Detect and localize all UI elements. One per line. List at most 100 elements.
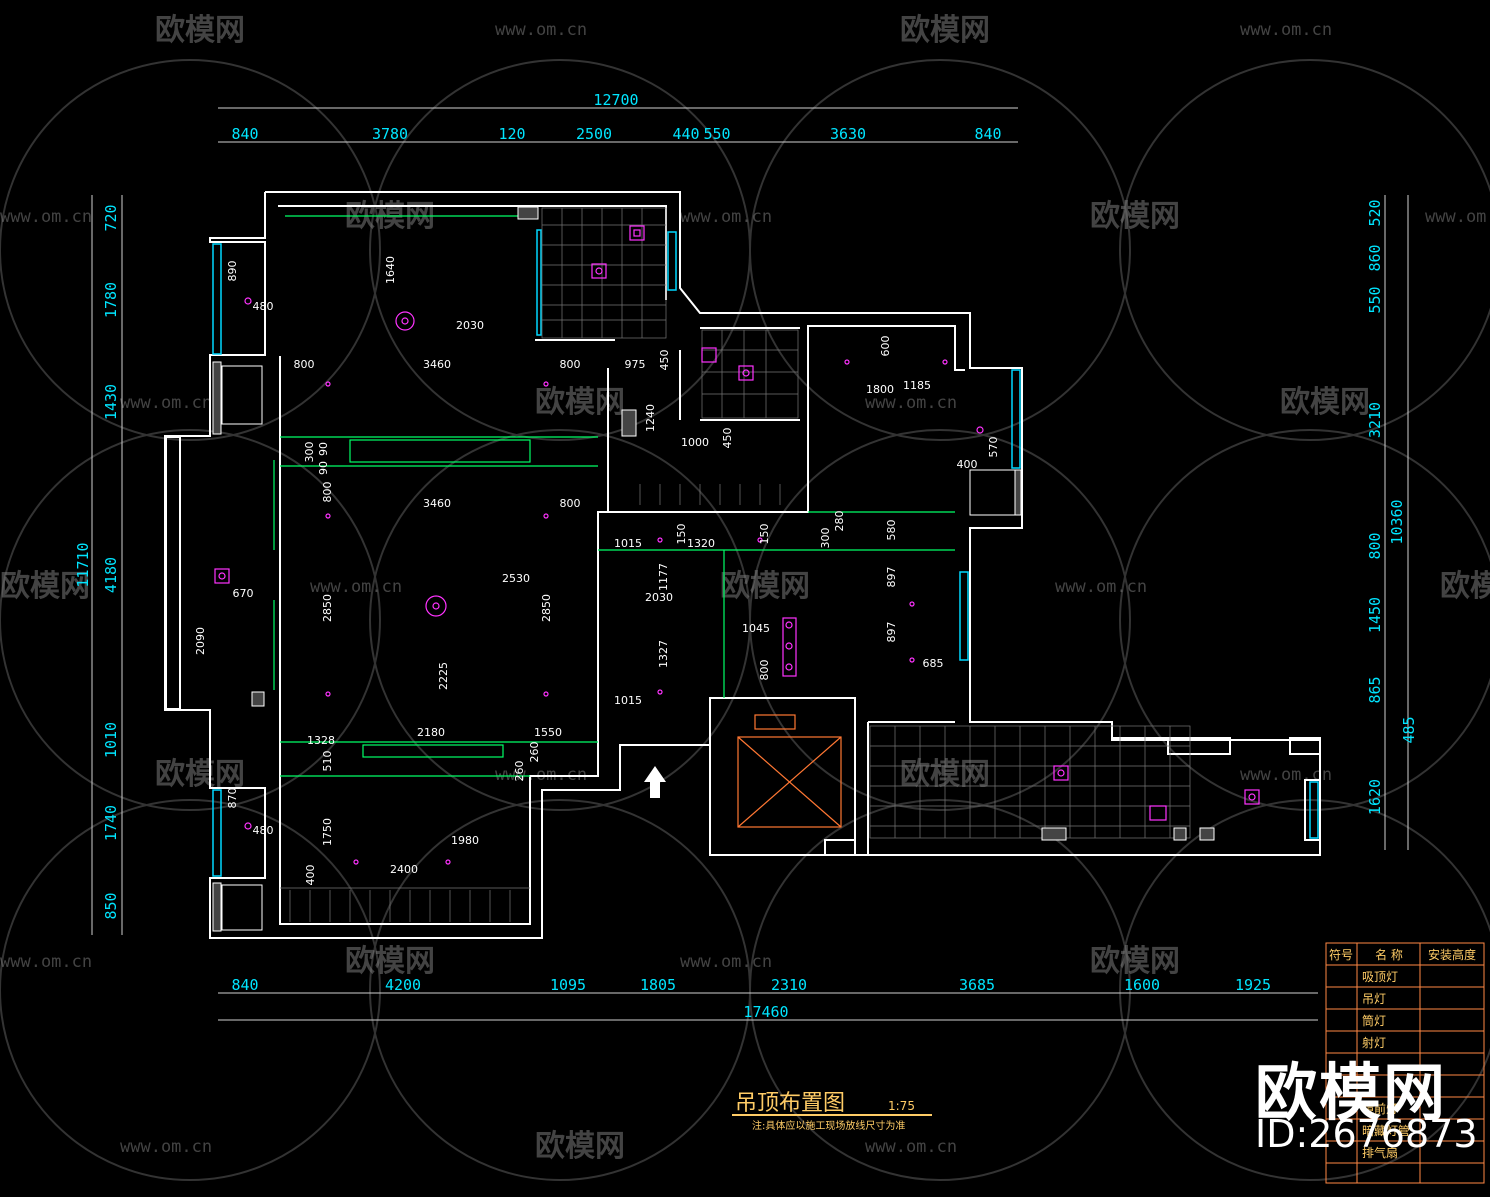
dim-right: 1620 — [1366, 779, 1384, 815]
dim-inner: 450 — [721, 428, 734, 449]
dim-inner: 600 — [879, 336, 892, 357]
legend-item-name: 吊灯 — [1362, 992, 1386, 1006]
dim-left: 850 — [102, 892, 120, 919]
drawing-scale: 1:75 — [888, 1099, 915, 1113]
legend-item-name: 镜前灯 — [1362, 1101, 1398, 1116]
dim-inner: 260 — [528, 742, 541, 763]
dim-top: 550 — [703, 125, 730, 143]
watermark-url: www.om.cn — [865, 1137, 957, 1157]
dim-inner: 890 — [226, 261, 239, 282]
dim-top: 3780 — [372, 125, 408, 143]
dim-left: 1010 — [102, 722, 120, 758]
dim-bottom: 1925 — [1235, 976, 1271, 994]
dim-inner: 1045 — [742, 622, 770, 635]
dim-inner: 1320 — [687, 537, 715, 550]
dim-top: 840 — [231, 125, 258, 143]
dim-bottom: 1805 — [640, 976, 676, 994]
dim-inner: 897 — [885, 622, 898, 643]
dim-inner: 260 — [513, 761, 526, 782]
dim-left: 1430 — [102, 384, 120, 420]
watermark-url: www.om.cn — [120, 1137, 212, 1157]
dim-right-sub: 3210 — [1366, 402, 1384, 438]
dim-left: 720 — [102, 204, 120, 231]
dim-inner: 1327 — [657, 640, 670, 668]
watermarks: 欧模网 www.om.cn 欧模网 www.om.cn www.om.cn 欧模… — [0, 13, 1490, 1164]
watermark-url: www.om.cn — [495, 20, 587, 40]
dim-inner: 2400 — [390, 863, 418, 876]
dim-inner: 800 — [560, 358, 581, 371]
shafts — [212, 206, 1215, 932]
dim-inner: 800 — [321, 482, 334, 503]
entrance-arrow-icon — [644, 766, 666, 798]
elevator-shaft — [737, 714, 842, 828]
dim-bottom: 3685 — [959, 976, 995, 994]
dim-inner: 800 — [560, 497, 581, 510]
dim-right: 550 — [1366, 286, 1384, 313]
dim-inner: 2090 — [194, 627, 207, 655]
light-fixtures — [214, 225, 1260, 865]
dim-bottom: 1600 — [1124, 976, 1160, 994]
watermark-url: www.om.cn — [680, 952, 772, 972]
drawing-title: 吊顶布置图 — [735, 1091, 845, 1116]
dim-inner: 1328 — [307, 734, 335, 747]
windows — [212, 229, 1319, 877]
watermark-url: www.om.cn — [1240, 20, 1332, 40]
watermark-url: www.om.cn — [120, 393, 212, 413]
watermark-url: www.om.cn — [0, 952, 92, 972]
dim-inner: 480 — [253, 300, 274, 313]
dim-inner: 1177 — [657, 563, 670, 591]
dim-inner: 685 — [923, 657, 944, 670]
dim-bottom: 2310 — [771, 976, 807, 994]
walls — [164, 191, 1321, 939]
watermark-url: www.om.cn — [865, 393, 957, 413]
dim-inner: 300 — [819, 528, 832, 549]
legend-table — [1325, 942, 1485, 1184]
dim-top: 2500 — [576, 125, 612, 143]
dim-inner: 510 — [321, 751, 334, 772]
dim-inner: 870 — [226, 788, 239, 809]
dim-inner: 2030 — [456, 319, 484, 332]
drawing-note: 注:具体应以施工现场放线尺寸为准 — [752, 1119, 905, 1132]
watermark-brand: 欧模网 — [1090, 944, 1180, 979]
dim-top-total: 12700 — [593, 91, 638, 109]
dim-right: 520 — [1366, 199, 1384, 226]
dim-inner: 3460 — [423, 358, 451, 371]
watermark-brand: 欧模网 — [535, 1129, 625, 1164]
dim-right: 865 — [1366, 676, 1384, 703]
dim-inner: 975 — [625, 358, 646, 371]
dim-inner: 480 — [253, 824, 274, 837]
brand-overlay-name: 欧模网 — [1255, 1056, 1448, 1129]
watermark-url: www.om.cn — [1425, 207, 1490, 227]
dim-inner: 2850 — [540, 594, 553, 622]
dim-top: 840 — [974, 125, 1001, 143]
dim-top: 120 — [498, 125, 525, 143]
dim-bottom: 840 — [231, 976, 258, 994]
dim-left: 1740 — [102, 805, 120, 841]
dim-inner: 2225 — [437, 662, 450, 690]
legend-item-name: 筒灯 — [1362, 1013, 1386, 1028]
legend-header-symbol: 符号 — [1329, 947, 1353, 962]
ceiling-lines — [273, 215, 955, 777]
watermark-url: www.om.cn — [1055, 577, 1147, 597]
dim-inner: 400 — [304, 865, 317, 886]
dim-inner: 450 — [658, 350, 671, 371]
dim-inner: 1185 — [903, 379, 931, 392]
watermark-brand: 欧模网 — [155, 757, 245, 792]
brand-overlay-id: ID:2676873 — [1255, 1112, 1478, 1156]
dim-inner: 1015 — [614, 694, 642, 707]
dim-inner: 1800 — [866, 383, 894, 396]
dim-inner: 2030 — [645, 591, 673, 604]
watermark-url: www.om.cn — [310, 577, 402, 597]
dim-right: 860 — [1366, 244, 1384, 271]
dim-inner: 570 — [987, 437, 1000, 458]
dim-bottom-total: 17460 — [743, 1003, 788, 1021]
dim-inner: 897 — [885, 567, 898, 588]
watermark-brand: 欧模网 — [720, 569, 810, 604]
dim-bottom: 4200 — [385, 976, 421, 994]
dim-inner: 2530 — [502, 572, 530, 585]
watermark-brand: 欧模网 — [900, 13, 990, 48]
dim-inner: 1015 — [614, 537, 642, 550]
tile-grids — [280, 207, 1191, 922]
dim-inner: 1640 — [384, 256, 397, 284]
